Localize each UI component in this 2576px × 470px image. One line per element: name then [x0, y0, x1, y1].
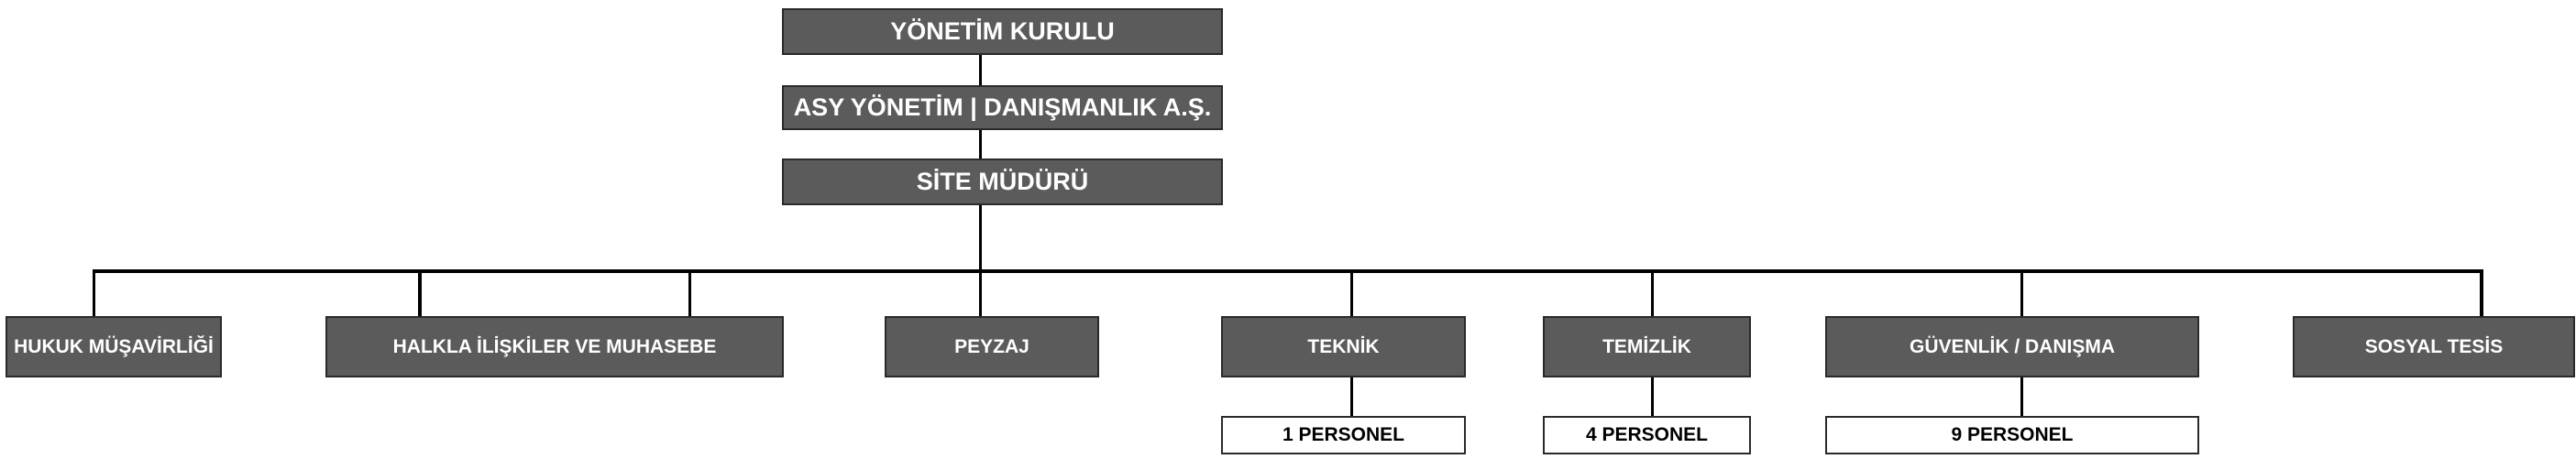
connector-line [1651, 377, 1654, 416]
staff-count-box-cleaning: 4 PERSONEL [1543, 416, 1751, 454]
department-box-social-facility: SOSYAL TESİS [2293, 316, 2575, 377]
department-label: PEYZAJ [954, 335, 1029, 357]
connector-line [979, 205, 982, 271]
department-box-landscaping: PEYZAJ [885, 316, 1099, 377]
connector-line [2480, 269, 2483, 317]
connector-line [688, 269, 691, 317]
board-of-directors-box: YÖNETİM KURULU [782, 8, 1223, 55]
box-label: ASY YÖNETİM | DANIŞMANLIK A.Ş. [793, 93, 1212, 121]
connector-line [93, 269, 95, 317]
connector-line [979, 55, 982, 86]
department-label: HALKLA İLİŞKİLER VE MUHASEBE [392, 335, 717, 357]
department-label: TEKNİK [1307, 335, 1380, 357]
department-box-cleaning: TEMİZLİK [1543, 316, 1751, 377]
department-box-legal: HUKUK MÜŞAVİRLİĞİ [6, 316, 222, 377]
connector-line [418, 269, 422, 317]
department-label: SOSYAL TESİS [2364, 335, 2504, 357]
connector-line [1350, 377, 1353, 416]
department-bus-line [93, 269, 2483, 273]
box-label: YÖNETİM KURULU [890, 17, 1115, 45]
staff-count-box-technical: 1 PERSONEL [1221, 416, 1466, 454]
connector-line [1651, 269, 1654, 317]
connector-line [1350, 269, 1353, 317]
department-label: GÜVENLİK / DANIŞMA [1909, 335, 2115, 357]
management-company-box: ASY YÖNETİM | DANIŞMANLIK A.Ş. [782, 85, 1223, 130]
staff-count-label: 9 PERSONEL [1951, 424, 2074, 445]
connector-line [979, 130, 982, 159]
connector-line [2020, 377, 2023, 416]
department-box-public-relations: HALKLA İLİŞKİLER VE MUHASEBE [325, 316, 784, 377]
connector-line [979, 269, 982, 317]
connector-line [2020, 269, 2023, 317]
department-label: TEMİZLİK [1602, 335, 1691, 357]
staff-count-label: 1 PERSONEL [1282, 424, 1405, 445]
staff-count-box-security: 9 PERSONEL [1825, 416, 2199, 454]
department-box-technical: TEKNİK [1221, 316, 1466, 377]
department-label: HUKUK MÜŞAVİRLİĞİ [14, 335, 214, 357]
site-manager-box: SİTE MÜDÜRÜ [782, 158, 1223, 205]
staff-count-label: 4 PERSONEL [1585, 424, 1709, 445]
department-box-security: GÜVENLİK / DANIŞMA [1825, 316, 2199, 377]
box-label: SİTE MÜDÜRÜ [916, 168, 1089, 195]
